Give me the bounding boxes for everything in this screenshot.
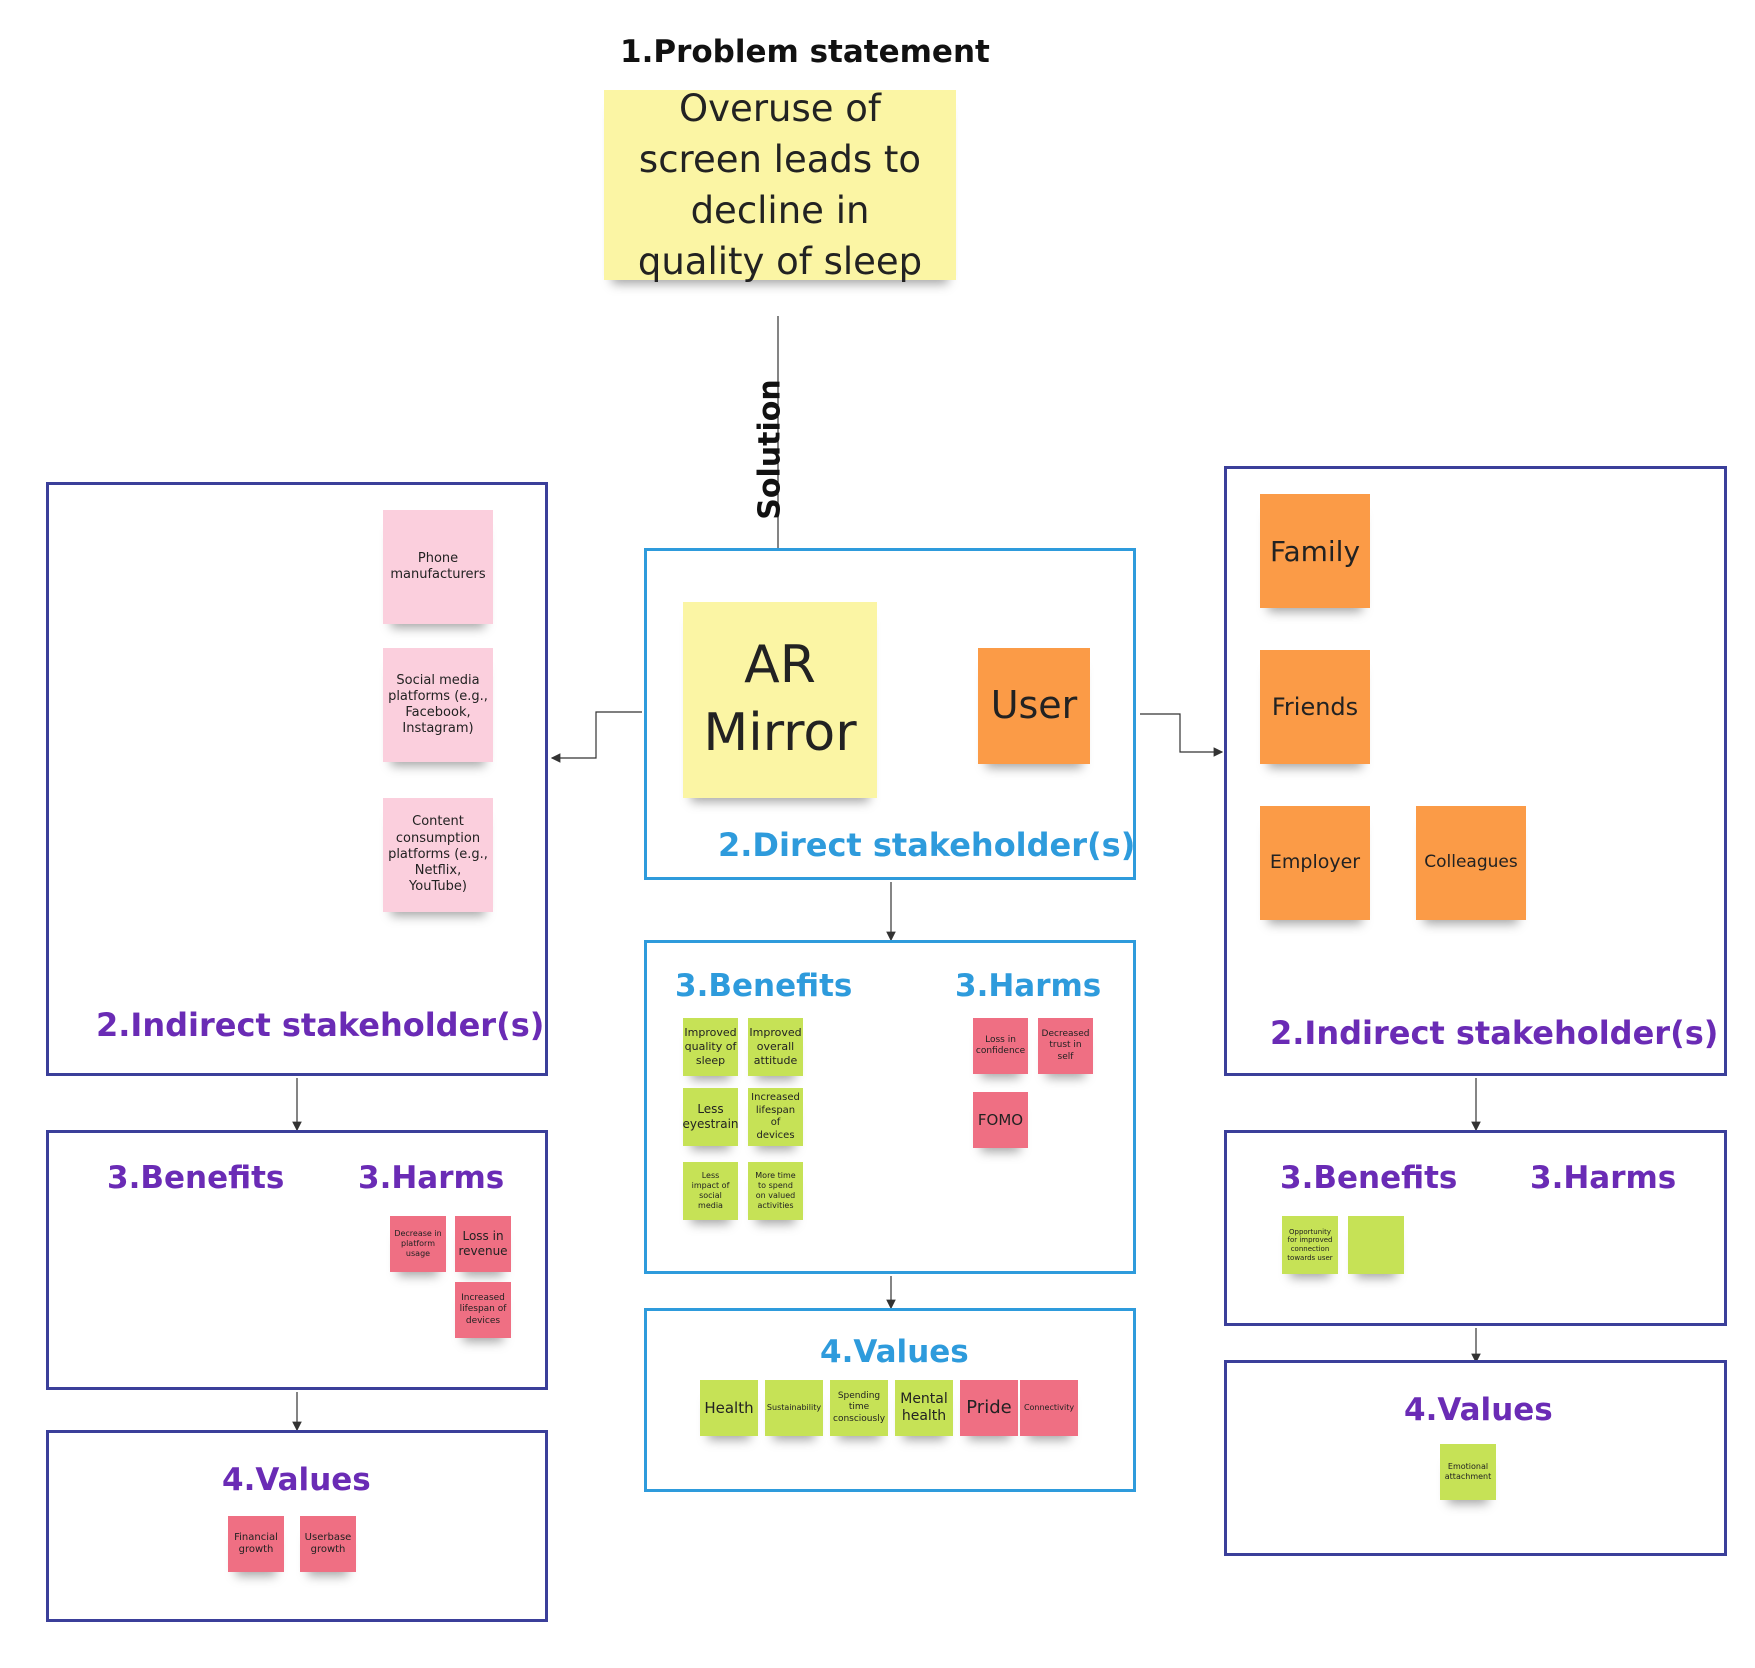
direct-to-right-connector — [1140, 713, 1224, 757]
left-stakeholder-note[interactable]: Content consumption platforms (e.g., Net… — [383, 798, 493, 912]
solution-label: Solution — [752, 379, 788, 520]
left-stakeholder-note[interactable]: Phone manufacturers — [383, 510, 493, 624]
right-value-note[interactable]: Emotional attachment — [1440, 1444, 1496, 1500]
right-harms-title: 3.Harms — [1530, 1160, 1677, 1196]
direct-harms-title: 3.Harms — [955, 968, 1102, 1004]
direct-value-note[interactable]: Spending time consciously — [830, 1380, 888, 1436]
direct-benefit-note[interactable]: More time to spend on valued activities — [748, 1162, 803, 1220]
right-indirect-title: 2.Indirect stakeholder(s) — [1270, 1014, 1719, 1052]
direct-benefit-note[interactable]: Increased lifespan of devices — [748, 1088, 803, 1146]
direct-benefit-note[interactable]: Less eyestrain — [682, 1088, 739, 1146]
right-stakeholder-note[interactable]: Friends — [1260, 650, 1370, 764]
user-note[interactable]: User — [978, 648, 1090, 764]
right-stakeholder-note[interactable]: Family — [1260, 494, 1370, 608]
right-stakeholder-note[interactable]: Employer — [1260, 806, 1370, 920]
left-harm-note[interactable]: Loss in revenue — [455, 1216, 511, 1272]
left-harm-note[interactable]: Decrease in platform usage — [390, 1216, 446, 1272]
direct-harm-note[interactable]: Loss in confidence — [973, 1018, 1028, 1074]
right-stakeholder-note[interactable]: Colleagues — [1416, 806, 1526, 920]
direct-to-left-connector — [550, 711, 642, 763]
direct-benefits-title: 3.Benefits — [675, 968, 853, 1004]
direct-harm-note[interactable]: Decreased trust in self — [1038, 1018, 1093, 1074]
right-values-title: 4.Values — [1404, 1392, 1553, 1428]
direct-values-title: 4.Values — [820, 1334, 969, 1370]
left-indirect-title: 2.Indirect stakeholder(s) — [96, 1006, 545, 1044]
direct-benefit-note[interactable]: Improved overall attitude — [748, 1018, 803, 1076]
ar-mirror-note[interactable]: AR Mirror — [683, 602, 877, 798]
direct-value-note[interactable]: Sustainability — [765, 1380, 823, 1436]
left-value-note[interactable]: Financial growth — [228, 1516, 284, 1572]
left-benefits-title: 3.Benefits — [107, 1160, 285, 1196]
direct-benefit-note[interactable]: Less impact of social media — [683, 1162, 738, 1220]
direct-value-note[interactable]: Connectivity — [1020, 1380, 1078, 1436]
direct-value-note[interactable]: Pride — [960, 1380, 1018, 1436]
problem-title: 1.Problem statement — [620, 34, 990, 70]
problem-note[interactable]: Overuse of screen leads to decline in qu… — [604, 87, 956, 283]
left-values-title: 4.Values — [222, 1462, 371, 1498]
left-harms-title: 3.Harms — [358, 1160, 505, 1196]
right-benefit-note[interactable] — [1348, 1216, 1404, 1274]
direct-benefit-note[interactable]: Improved quality of sleep — [683, 1018, 738, 1076]
direct-value-note[interactable]: Mental health — [895, 1380, 953, 1436]
left-harm-note[interactable]: Increased lifespan of devices — [455, 1282, 511, 1338]
left-stakeholder-note[interactable]: Social media platforms (e.g., Facebook, … — [383, 648, 493, 762]
left-value-note[interactable]: Userbase growth — [300, 1516, 356, 1572]
direct-value-note[interactable]: Health — [700, 1380, 758, 1436]
direct-harm-note[interactable]: FOMO — [973, 1092, 1028, 1148]
left-values-box — [46, 1430, 548, 1622]
right-benefit-note[interactable]: Opportunity for improved connection towa… — [1282, 1216, 1338, 1274]
right-benefits-title: 3.Benefits — [1280, 1160, 1458, 1196]
direct-stakeholders-title: 2.Direct stakeholder(s) — [718, 826, 1136, 864]
